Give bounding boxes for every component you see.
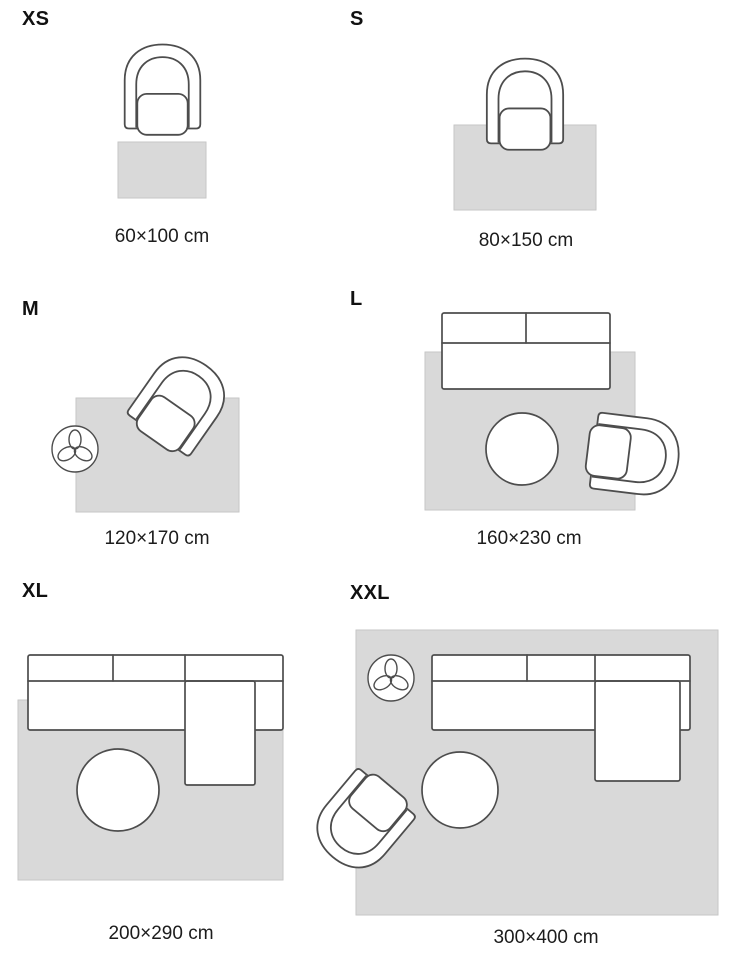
panel-xl-illustration xyxy=(17,654,284,881)
dimensions-s: 80×150 cm xyxy=(478,230,574,251)
panel-m-illustration xyxy=(51,342,240,513)
dimensions-xl: 200×290 cm xyxy=(108,923,214,944)
dimensions-xxl: 300×400 cm xyxy=(493,927,599,948)
dimensions-xs: 60×100 cm xyxy=(114,226,210,247)
dimensions-l: 160×230 cm xyxy=(476,528,582,549)
plant-icon xyxy=(51,425,99,473)
coffee-table-icon xyxy=(421,751,499,829)
rug-xs xyxy=(117,141,207,199)
sectional-sofa-icon xyxy=(431,654,691,782)
sofa-icon xyxy=(441,312,611,390)
size-code-s: S xyxy=(350,8,364,30)
size-code-xl: XL xyxy=(22,580,49,602)
panel-xs-illustration xyxy=(117,43,207,199)
armchair-icon xyxy=(123,43,202,136)
panel-l-illustration xyxy=(424,312,684,511)
coffee-table-icon xyxy=(76,748,160,832)
dimensions-m: 120×170 cm xyxy=(104,528,210,549)
size-code-xs: XS xyxy=(22,8,50,30)
armchair-icon xyxy=(582,410,684,500)
panel-xxl-illustration xyxy=(302,629,719,916)
armchair-icon xyxy=(485,57,565,151)
panel-s-illustration xyxy=(453,57,597,211)
coffee-table-icon xyxy=(485,412,559,486)
size-code-l: L xyxy=(350,288,363,310)
sectional-sofa-icon xyxy=(27,654,284,786)
size-code-m: M xyxy=(22,298,39,320)
size-code-xxl: XXL xyxy=(350,582,390,604)
plant-icon xyxy=(367,654,415,702)
